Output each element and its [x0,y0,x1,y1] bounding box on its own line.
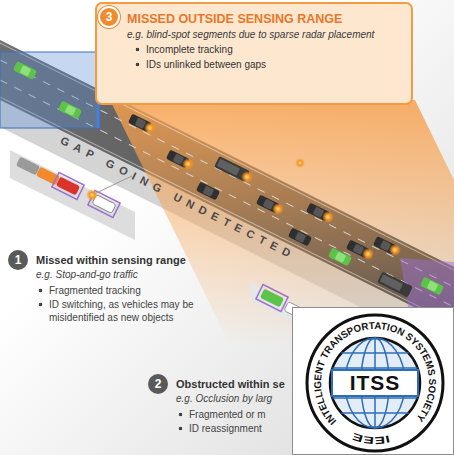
callout-number-text: 3 [106,11,113,23]
truck-body [377,272,413,298]
truck-trailer [217,159,240,176]
road-edge [0,97,454,324]
detection-point [389,244,401,256]
callout-example: e.g. Stop-and-go traffic [36,269,138,281]
tracking-box [52,173,84,200]
detection-point [295,158,305,168]
globe-parallel [333,397,418,399]
vehicle [58,101,82,120]
vehicle-roof [335,252,347,263]
vehicle-body [196,182,220,201]
callout-number: 2 [148,374,168,394]
vehicle-body [328,248,352,267]
detection-point [362,248,374,260]
logo-acronym: ITSS [331,369,419,397]
tracking-box [256,285,288,312]
vehicle [52,173,84,200]
vehicle-roof [203,186,215,197]
vehicle-body [58,101,82,120]
radar-coverage-zone [0,52,100,128]
vehicle-body [420,277,444,296]
vehicle [13,61,37,80]
vehicle-body [260,289,284,308]
vehicle [328,248,352,267]
callout-title: Missed within sensing range [36,254,186,267]
detection-point [86,189,98,201]
detection-point [272,203,284,215]
callout-bullet: Fragmented or m [178,408,266,421]
logo-ring-text-path: INTELLIGENT TRANSPORTATION SYSTEMS SOCIE… [312,320,438,427]
callout-box: 3 MISSED OUTSIDE SENSING RANGEe.g. blind-… [95,2,413,105]
detection-point [322,211,334,223]
lane-marking [0,80,454,307]
vehicle [420,277,444,296]
detection-point [144,122,156,134]
detection-point [182,158,194,170]
vehicle [36,167,60,186]
vehicle-body [288,228,312,247]
logo-ring-text: INTELLIGENT TRANSPORTATION SYSTEMS SOCIE… [312,320,438,427]
logo-ring-text: IEEE [350,431,391,446]
vehicle [196,182,220,201]
logo-ring-text-path: IEEE [350,431,391,446]
globe-parallel [341,352,408,354]
globe-parallel [341,412,408,414]
vehicle [256,285,288,312]
callout-number: 1 [8,250,28,270]
vehicle-roof [295,232,307,243]
vehicle-roof [20,65,32,76]
logo-badge: INTELLIGENT TRANSPORTATION SYSTEMS SOCIE… [292,307,454,455]
truck [377,272,413,298]
callout-number: 3 [98,6,120,28]
vehicle [288,228,312,247]
callout-number-text: 1 [15,254,22,266]
vehicle-body [13,61,37,80]
callout-example: e.g. Occlusion by larg [176,393,272,405]
callout-bullet: Incomplete tracking [135,42,403,57]
callout-title: MISSED OUTSIDE SENSING RANGE [127,11,403,27]
callout-bullet: ID switching, as vehicles may be misiden… [38,298,249,324]
vehicle-roof [65,105,77,116]
vehicle-body [16,157,40,176]
callout-title: Obstructed within se [176,378,285,391]
callout-bullet: ID reassignment [178,422,262,435]
callout-bullet: IDs unlinked between gaps [135,57,403,72]
callout-example: e.g. blind-spot segments due to sparse r… [127,27,403,42]
truck-trailer [380,274,403,291]
vehicle [16,157,40,176]
logo-outer-ring [307,315,443,451]
callout-number-text: 2 [155,378,162,390]
vehicle-roof [427,281,439,292]
detection-point [241,171,253,183]
vehicle-body [36,167,60,186]
callout-bullet: Fragmented tracking [38,284,141,297]
vehicle-body [56,177,80,196]
logo-globe [330,338,420,428]
